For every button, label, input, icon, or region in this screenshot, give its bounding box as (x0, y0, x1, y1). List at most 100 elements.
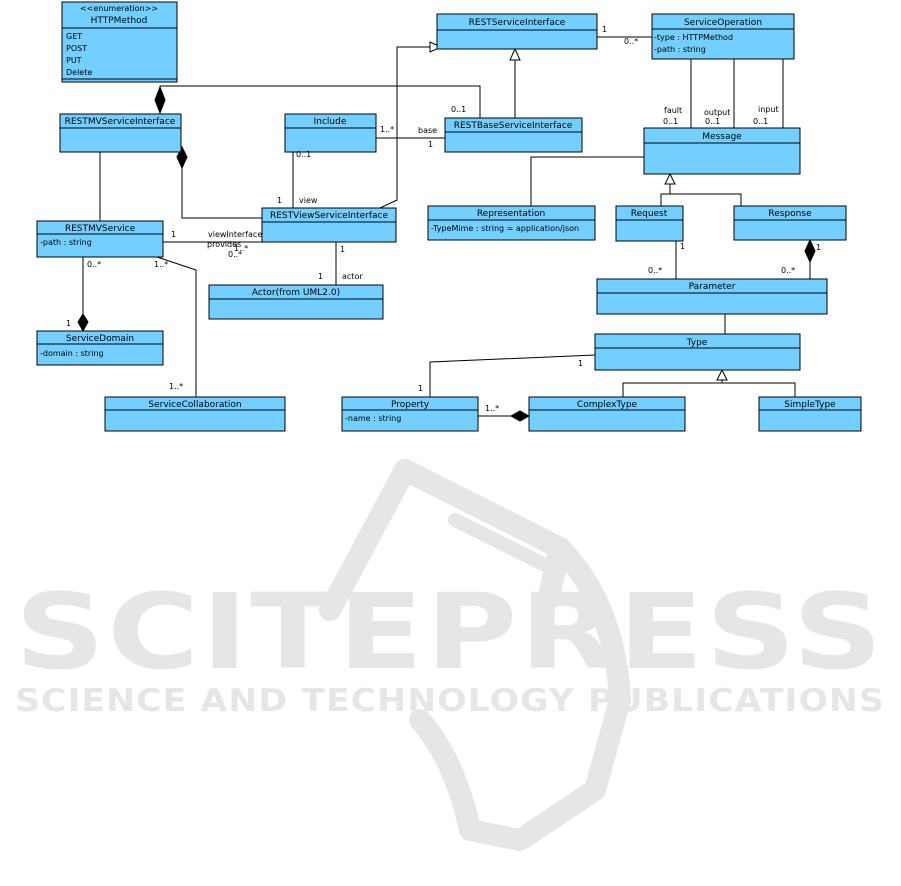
class-type[interactable]: Type (594, 333, 801, 371)
class-representation[interactable]: Representation -TypeMime : string = appl… (427, 205, 596, 241)
class-restmvserviceinterface[interactable]: RESTMVServiceInterface (59, 113, 182, 153)
class-simpletype[interactable]: SimpleType (758, 396, 862, 432)
gen-request-message (660, 180, 671, 206)
gen-complextype-type (622, 380, 723, 397)
multiplicity-label: 1 (340, 245, 345, 254)
watermark-subtitle: SCIENCE AND TECHNOLOGY PUBLICATIONS (15, 683, 885, 719)
class-restbaseserviceinterface[interactable]: RESTBaseServiceInterface (444, 117, 583, 153)
generalization-arrowhead-icon (509, 47, 521, 61)
enum-value: POST (66, 44, 87, 53)
composition-diamond-icon (154, 85, 166, 115)
comp-rmvsi-rbsi (159, 85, 481, 118)
class-servicedomain[interactable]: ServiceDomain -domain : string (36, 330, 164, 366)
multiplicity-label: 0..1 (296, 150, 311, 159)
comp-rmvsi-rvsi (181, 168, 262, 219)
multiplicity-label: 1..* (485, 404, 499, 413)
multiplicity-label: 1 (428, 140, 433, 149)
multiplicity-label: 1..* (234, 244, 248, 253)
multiplicity-label: 1 (277, 196, 282, 205)
class-name: Request (631, 209, 668, 219)
class-name: Property (391, 400, 430, 410)
class-name: RESTServiceInterface (469, 18, 566, 28)
multiplicity-label: 0..1 (753, 117, 768, 126)
association-labels: 1 0..* fault 0..1 output 0..1 input 0..1… (66, 25, 821, 413)
multiplicity-label: 0..* (648, 266, 662, 275)
enum-value: GET (66, 32, 82, 41)
class-include[interactable]: Include (284, 113, 377, 153)
class-message[interactable]: Message (643, 127, 801, 175)
watermark-title: SCITEPRESS (15, 571, 885, 693)
gen-simpletype-type (722, 382, 796, 397)
class-name: Message (702, 132, 742, 142)
gen-rvsi-rsi (379, 46, 431, 209)
class-name: RESTMVServiceInterface (65, 117, 176, 127)
composition-diamond-icon (804, 238, 816, 264)
multiplicity-label: 1 (318, 272, 323, 281)
class-stereotype: <<enumeration>> (80, 4, 158, 13)
composition-diamond-icon (77, 313, 89, 333)
generalization-arrowhead-icon (664, 172, 676, 185)
class-property[interactable]: Property -name : string (341, 396, 479, 432)
class-request[interactable]: Request (615, 205, 684, 242)
class-attribute: -path : string (654, 45, 706, 54)
enum-value: PUT (66, 56, 82, 65)
class-name: Representation (477, 209, 545, 219)
class-response[interactable]: Response (733, 205, 847, 241)
class-name: RESTBaseServiceInterface (454, 121, 573, 131)
class-restserviceinterface[interactable]: RESTServiceInterface (436, 13, 598, 50)
class-attribute: -type : HTTPMethod (654, 33, 733, 42)
multiplicity-label: 1..* (169, 382, 183, 391)
class-name: ServiceCollaboration (148, 400, 241, 410)
class-httpmethod[interactable]: <<enumeration>> HTTPMethod GET POST PUT … (61, 1, 178, 83)
class-complextype[interactable]: ComplexType (528, 396, 686, 432)
class-serviceoperation[interactable]: ServiceOperation -type : HTTPMethod -pat… (651, 13, 795, 60)
assoc-rmvs-collab (156, 256, 197, 397)
watermark: SCITEPRESS SCIENCE AND TECHNOLOGY PUBLIC… (15, 459, 885, 851)
class-name: HTTPMethod (91, 16, 148, 26)
classes: <<enumeration>> HTTPMethod GET POST PUT … (36, 1, 862, 432)
class-name: Include (314, 117, 347, 127)
multiplicity-label: 1 (418, 384, 423, 393)
multiplicity-label: 1 (816, 243, 821, 252)
role-label: view (299, 196, 318, 205)
role-label: base (418, 126, 437, 135)
multiplicity-label: 0..* (228, 250, 242, 259)
role-label: actor (342, 272, 363, 281)
multiplicity-label: 0..1 (705, 117, 720, 126)
class-parameter[interactable]: Parameter (596, 278, 828, 315)
class-name: RESTViewServiceInterface (270, 211, 389, 221)
multiplicity-label: 1..* (380, 125, 394, 134)
class-name: ComplexType (577, 400, 638, 410)
gen-representation-message (530, 156, 644, 206)
generalization-arrowhead-icon (716, 368, 728, 381)
role-label: output (704, 108, 730, 117)
role-label: provides (207, 240, 241, 249)
class-restmvservice[interactable]: RESTMVService -path : string (36, 220, 164, 258)
class-name: ServiceOperation (684, 18, 762, 28)
class-name: Type (686, 338, 708, 348)
role-label: input (758, 105, 779, 114)
generalization-arrowhead-icon (429, 41, 443, 53)
class-attribute: -domain : string (40, 349, 104, 358)
role-label: viewInterface (208, 230, 262, 239)
class-attribute: -path : string (40, 238, 92, 247)
class-name: SimpleType (784, 400, 836, 410)
watermark-book-icon (319, 459, 631, 851)
multiplicity-label: 0..* (781, 266, 795, 275)
class-actor[interactable]: Actor(from UML2.0) (208, 284, 384, 320)
role-label: fault (664, 106, 682, 115)
enum-value: Delete (66, 68, 92, 77)
multiplicity-label: 0..1 (451, 105, 466, 114)
class-restviewserviceinterface[interactable]: RESTViewServiceInterface (261, 207, 397, 243)
assoc-type-property (429, 354, 596, 397)
multiplicity-label: 1..* (154, 260, 168, 269)
composition-diamond-icon (509, 410, 531, 422)
class-name: ServiceDomain (66, 334, 134, 344)
multiplicity-label: 1 (578, 359, 583, 368)
multiplicity-label: 0..* (624, 37, 638, 46)
class-servicecollaboration[interactable]: ServiceCollaboration (104, 396, 286, 432)
multiplicity-label: 1 (680, 242, 685, 251)
class-attribute: -name : string (345, 414, 401, 423)
